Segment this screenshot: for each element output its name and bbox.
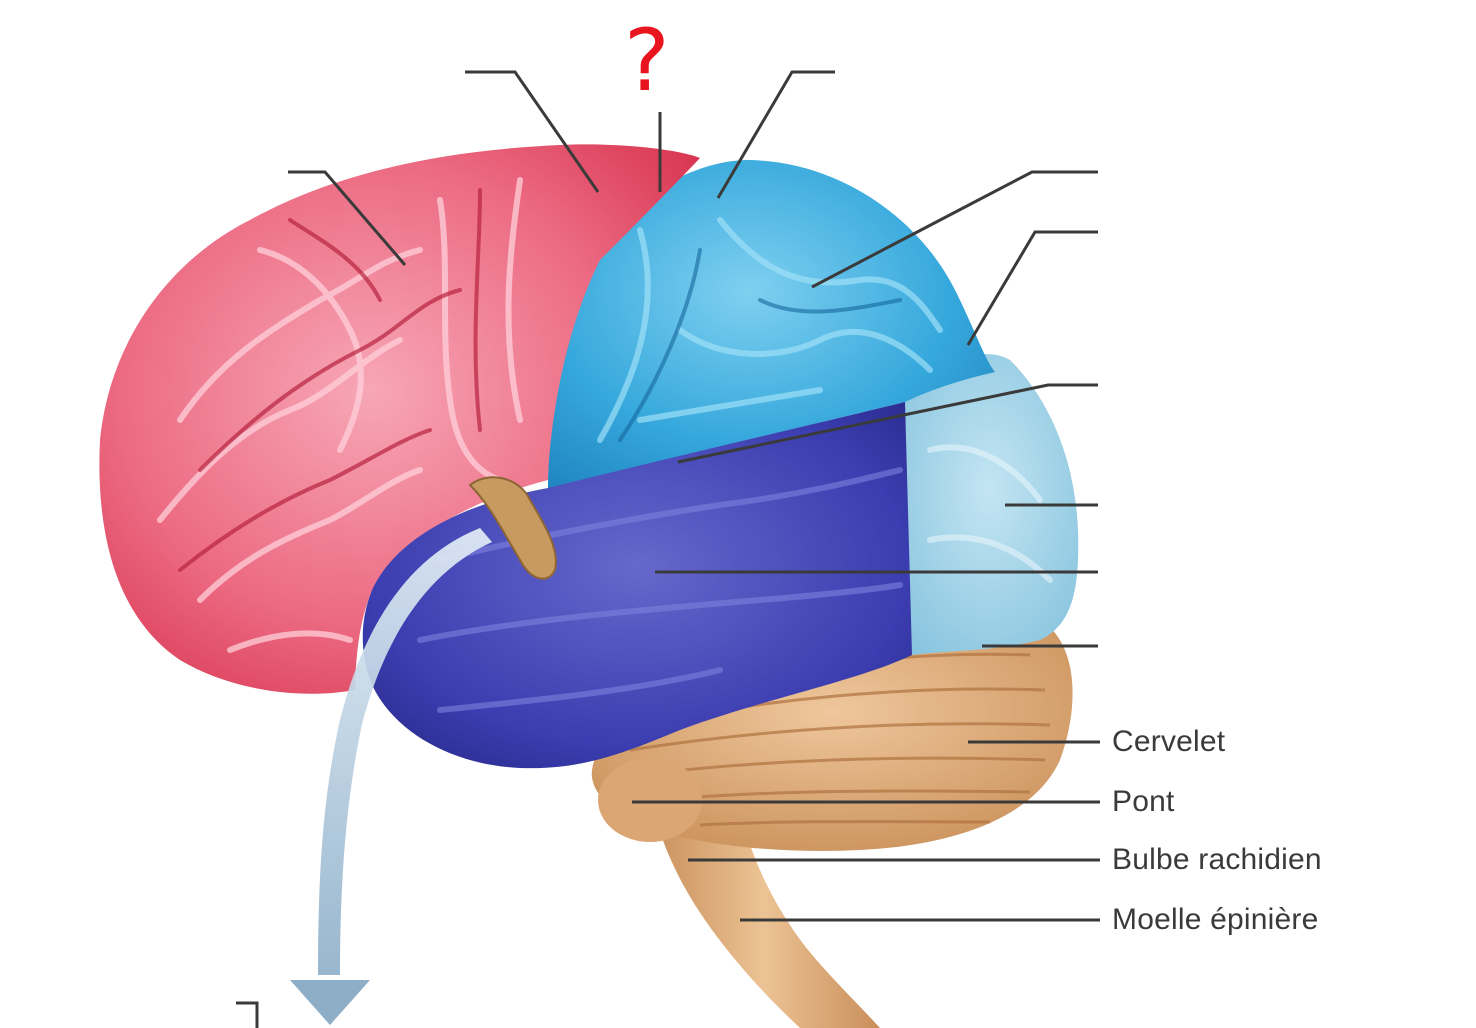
leader-lines: [288, 70, 1100, 922]
occipital-lobe: [900, 354, 1079, 655]
parietal-lobe: [548, 160, 995, 490]
label-pons: Pont: [1112, 785, 1175, 818]
frontal-sulci: [178, 188, 482, 572]
parietal-gyri: [597, 217, 943, 443]
question-mark: ?: [624, 11, 670, 111]
olfactory-nerve: [468, 476, 557, 580]
spinal-cord: [648, 790, 880, 1028]
label-cerebellum: Cervelet: [1112, 725, 1226, 758]
pons: [598, 758, 702, 842]
label-spinal-cord: Moelle épinière: [1112, 903, 1319, 936]
temporal-lobe: [362, 402, 913, 769]
occipital-gyri: [927, 444, 1053, 583]
corner-bracket: [236, 1001, 259, 1028]
arrow-head: [290, 980, 370, 1025]
frontal-gyri: [157, 177, 523, 653]
curved-arrow: [318, 528, 492, 975]
parietal-sulci: [618, 248, 902, 442]
label-medulla: Bulbe rachidien: [1112, 843, 1322, 876]
